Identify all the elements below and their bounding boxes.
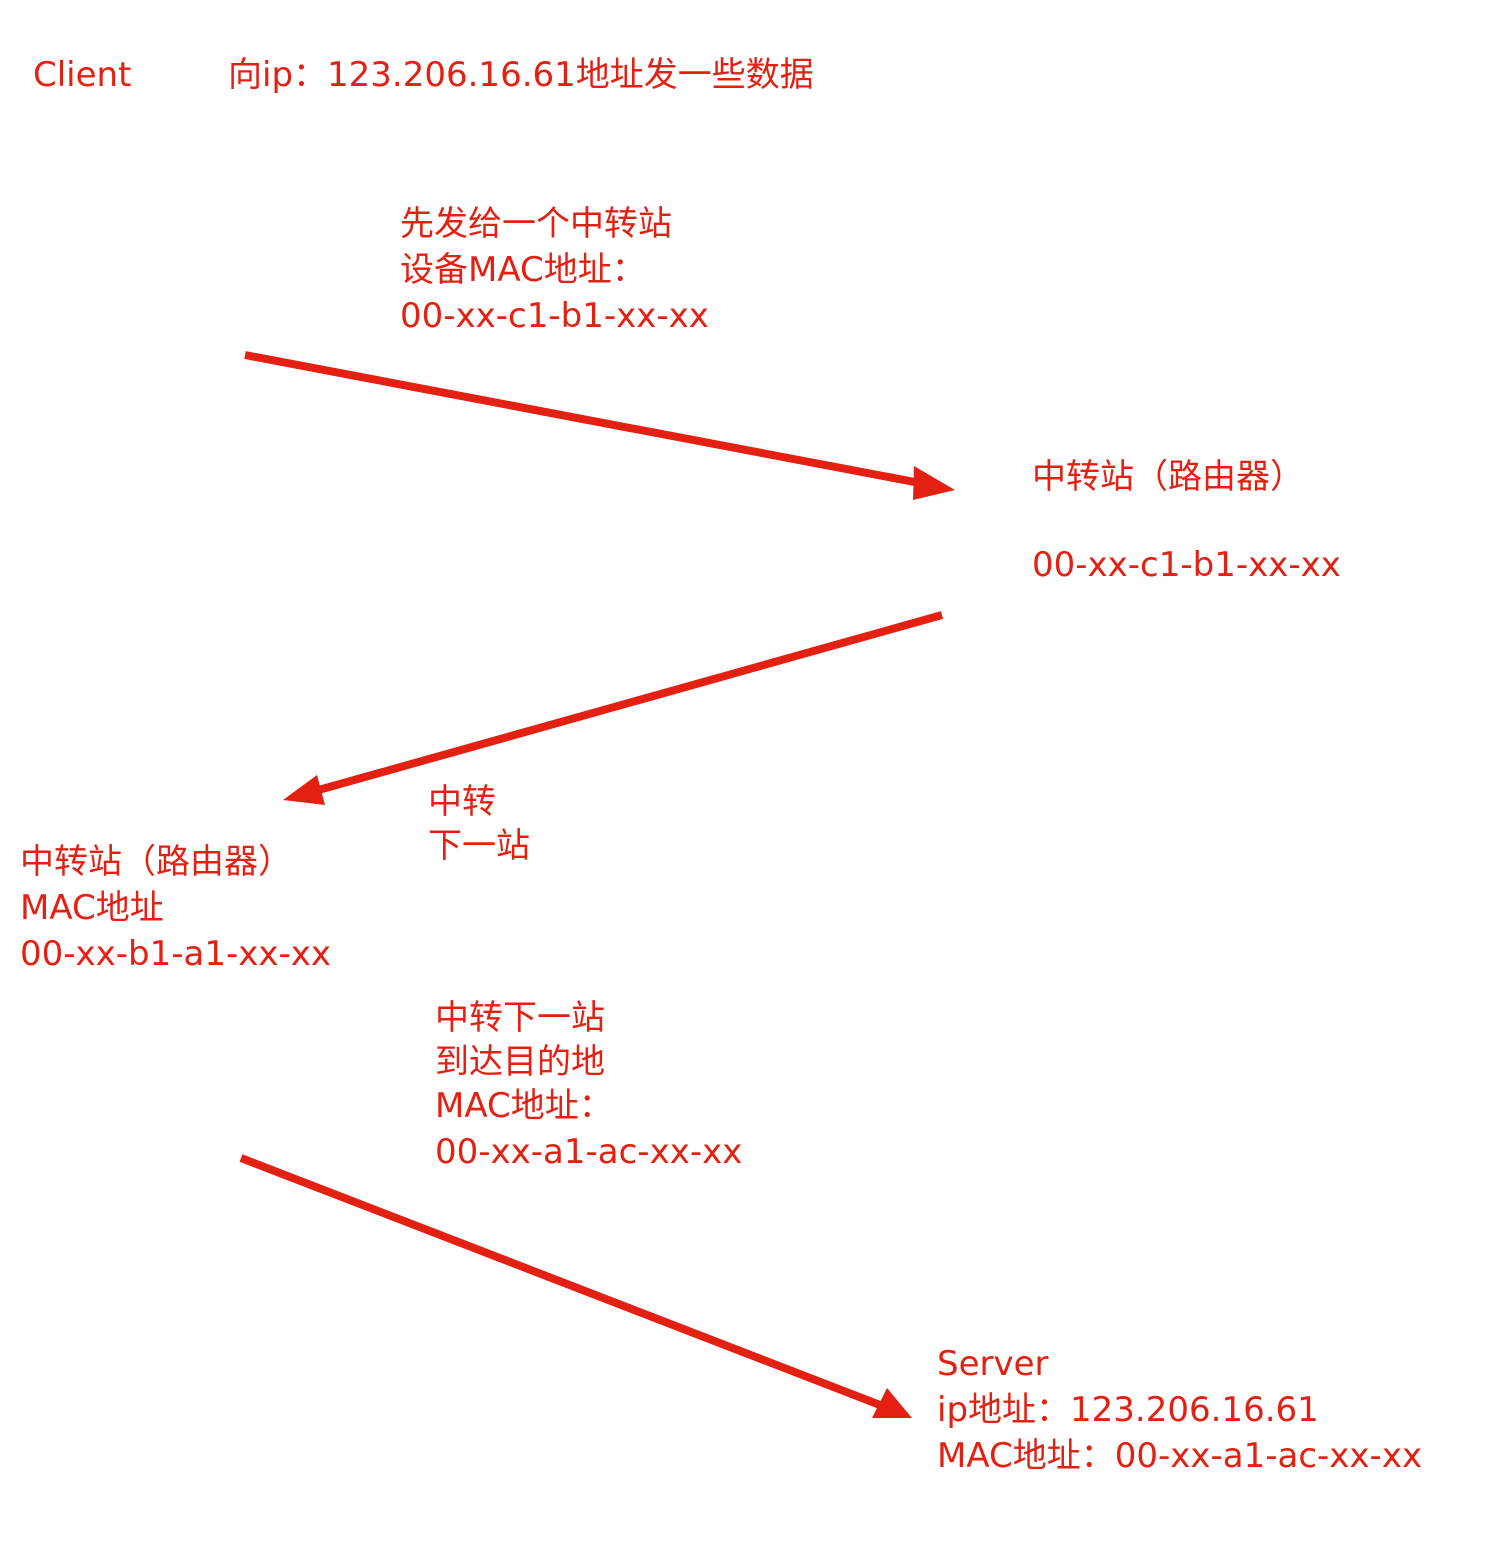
note-line: 00-xx-a1-ac-xx-xx — [435, 1132, 743, 1172]
arrow-client-to-router1 — [244, 351, 921, 487]
note-line: 设备MAC地址： — [400, 250, 646, 290]
step1-note: 先发给一个中转站 设备MAC地址： 00-xx-c1-b1-xx-xx — [400, 201, 709, 339]
note-line: MAC地址 — [20, 888, 164, 928]
arrowhead-router1 — [913, 466, 955, 500]
arrow-router2-to-server — [239, 1154, 882, 1409]
server-title: Server — [937, 1344, 1049, 1384]
note-line: 00-xx-c1-b1-xx-xx — [400, 296, 709, 336]
spacer — [1032, 500, 1341, 542]
router-mac: 00-xx-c1-b1-xx-xx — [1032, 545, 1341, 585]
arrow-router1-to-router2 — [313, 611, 944, 795]
note-line: 下一站 — [428, 826, 530, 866]
note-line: 中转 — [428, 782, 496, 822]
client-label: Client — [33, 55, 132, 95]
note-line: 中转下一站 — [435, 998, 605, 1038]
router-mac: 00-xx-b1-a1-xx-xx — [20, 934, 332, 974]
router-title: 中转站（路由器） — [20, 842, 292, 882]
router1-label: 中转站（路由器） 00-xx-c1-b1-xx-xx — [1032, 454, 1341, 588]
note-line: 先发给一个中转站 — [400, 204, 672, 244]
arrowhead-server — [872, 1388, 912, 1418]
router-title: 中转站（路由器） — [1032, 457, 1304, 497]
server-mac: MAC地址：00-xx-a1-ac-xx-xx — [937, 1436, 1423, 1476]
note-line: MAC地址： — [435, 1086, 613, 1126]
step2-note: 中转 下一站 — [428, 780, 530, 868]
step3-note: 中转下一站 到达目的地 MAC地址： 00-xx-a1-ac-xx-xx — [435, 996, 742, 1176]
client-action: 向ip：123.206.16.61地址发一些数据 — [228, 55, 814, 95]
router2-label: 中转站（路由器） MAC地址 00-xx-b1-a1-xx-xx — [20, 839, 331, 977]
note-line: 到达目的地 — [435, 1042, 605, 1082]
server-label: Server ip地址：123.206.16.61 MAC地址：00-xx-a1… — [937, 1341, 1422, 1479]
arrowhead-router2 — [283, 775, 325, 805]
server-ip: ip地址：123.206.16.61 — [937, 1390, 1319, 1430]
